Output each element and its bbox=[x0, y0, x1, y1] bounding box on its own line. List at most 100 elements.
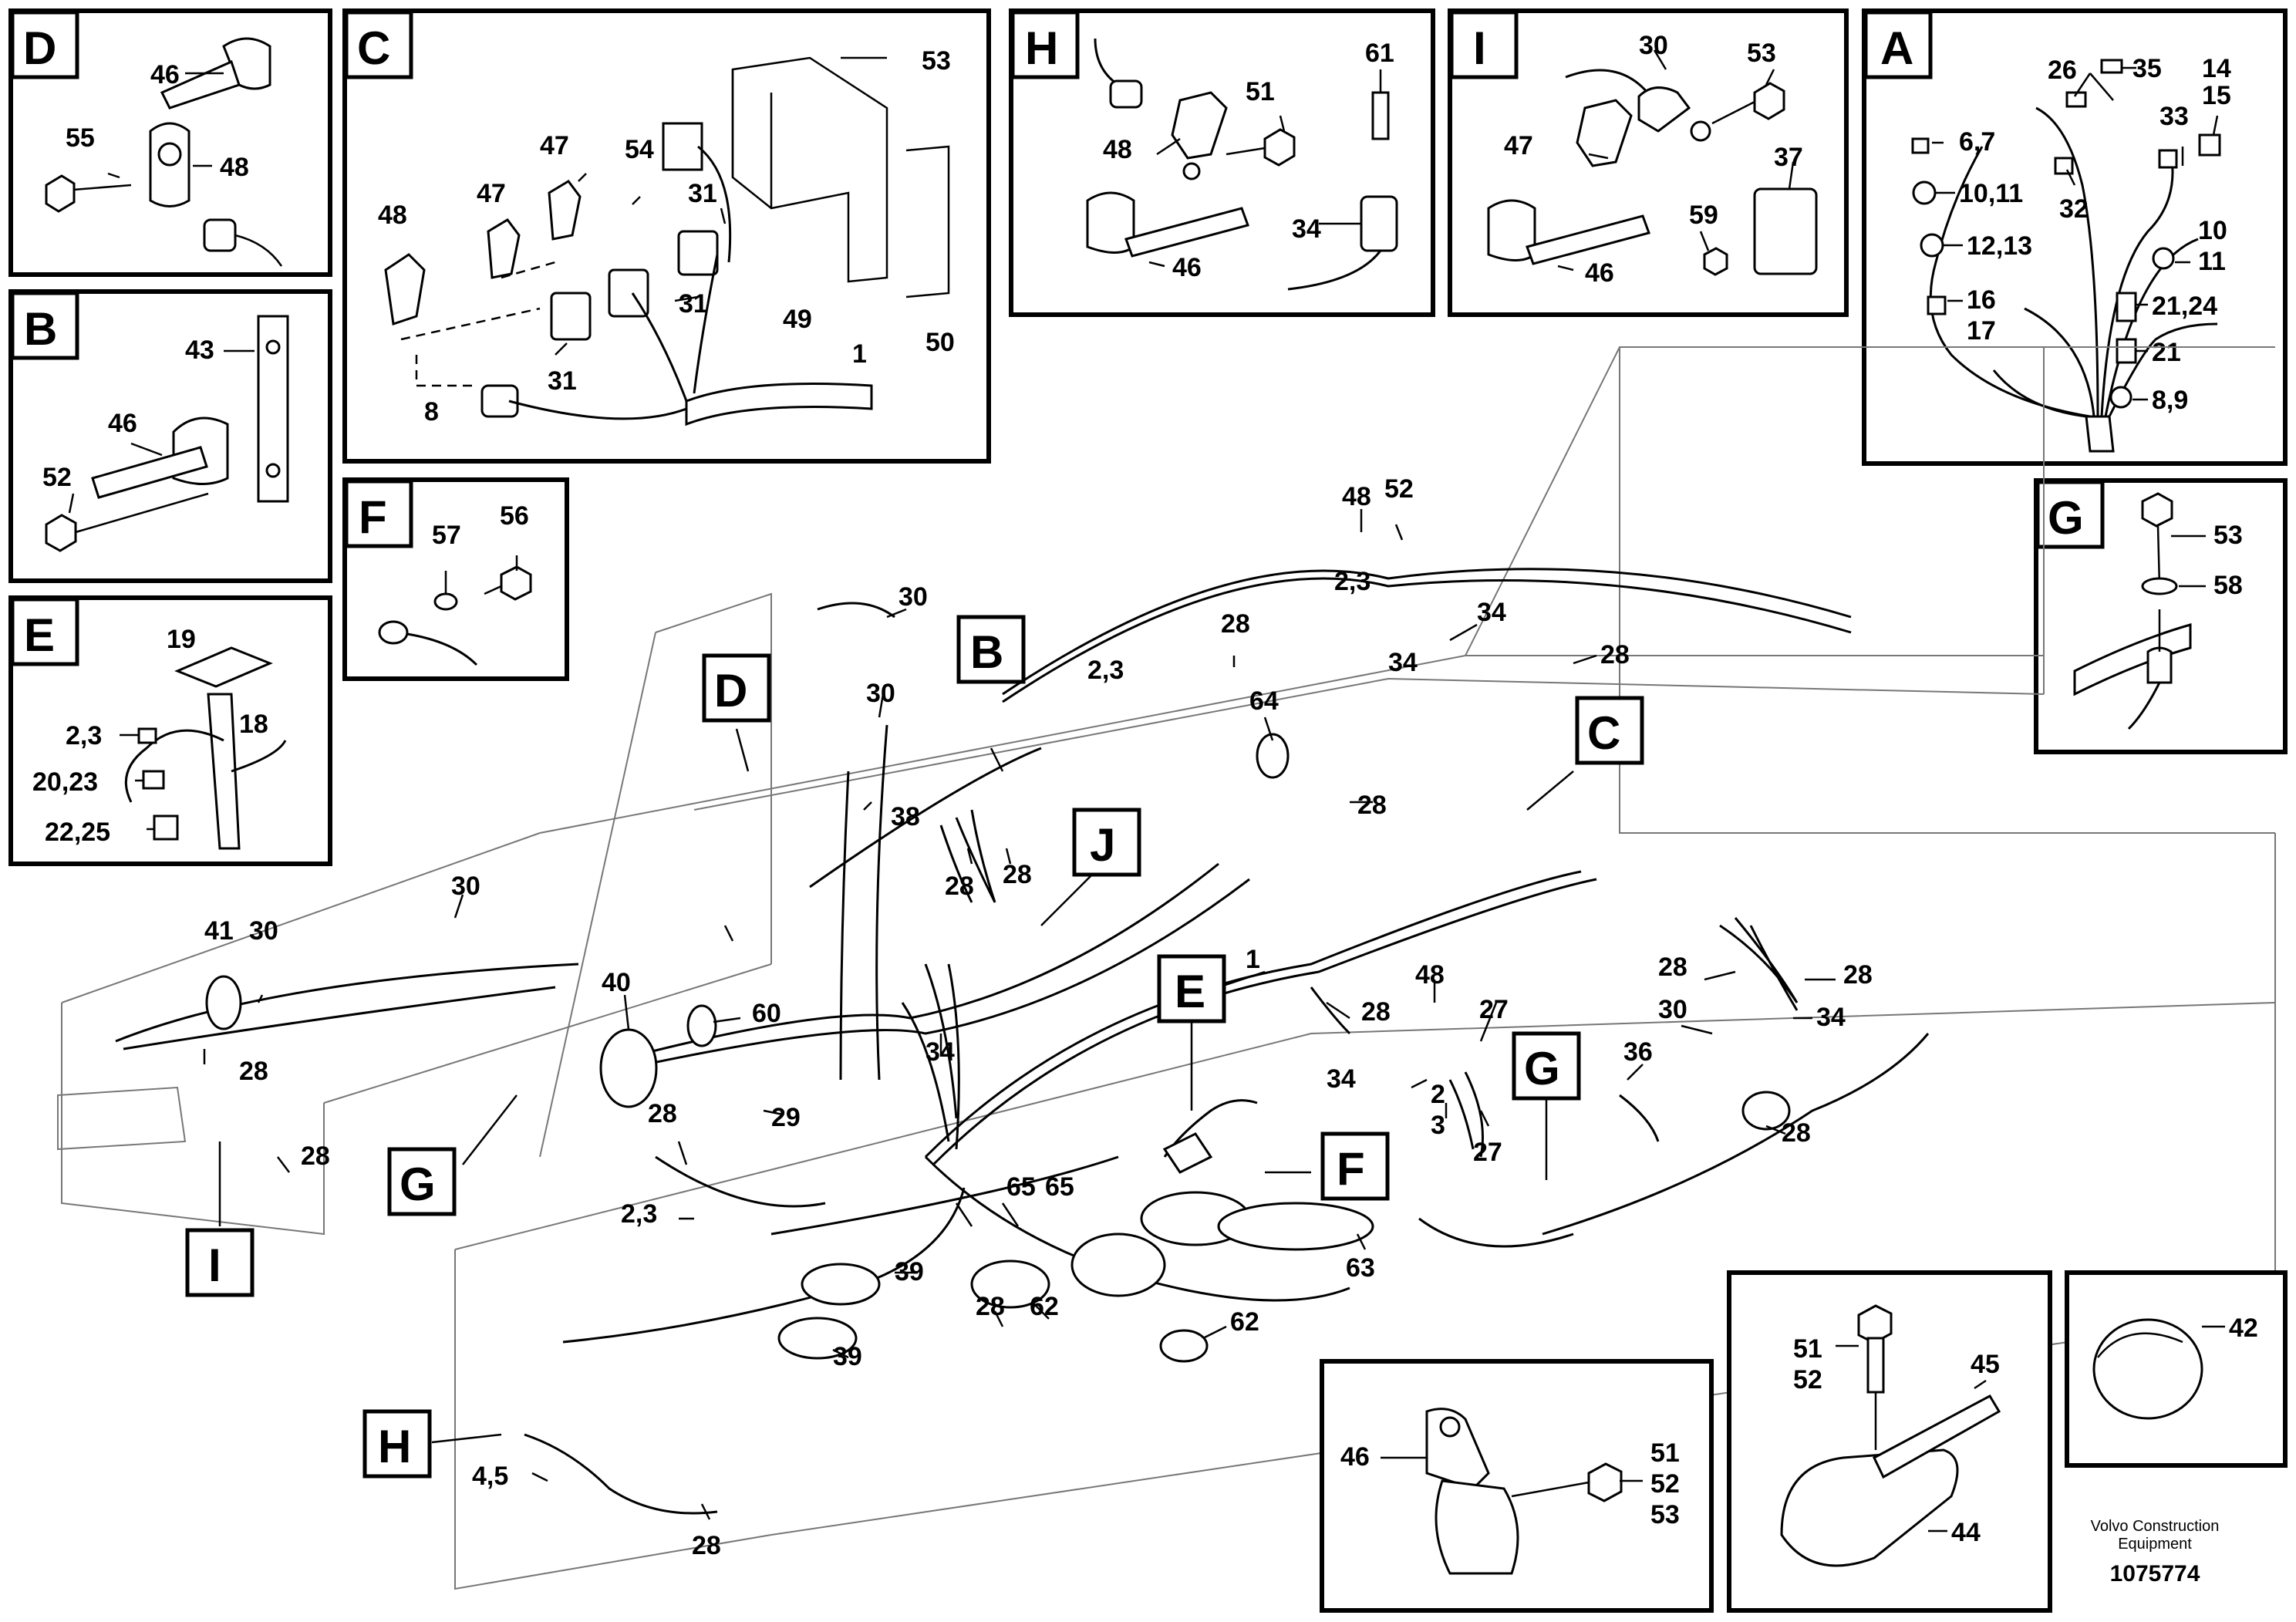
label-main-29: 29 bbox=[771, 1103, 801, 1132]
label-main-30e: 30 bbox=[1658, 995, 1687, 1024]
label-a-17: 17 bbox=[1967, 316, 1996, 346]
label-b-46: 46 bbox=[108, 409, 137, 438]
callout-i: I bbox=[208, 1239, 221, 1291]
label-main-28e: 28 bbox=[1357, 791, 1387, 820]
inset-e-letter: E bbox=[24, 609, 55, 661]
callout-f: F bbox=[1337, 1143, 1365, 1195]
label-a-35: 35 bbox=[2132, 54, 2162, 83]
inset-d: D 46 55 48 bbox=[8, 8, 332, 277]
detail-clamp-46: 46 bbox=[1340, 1442, 1370, 1472]
label-a-26: 26 bbox=[2048, 56, 2077, 85]
label-main-62a: 62 bbox=[1030, 1292, 1059, 1321]
label-main-1: 1 bbox=[1246, 945, 1260, 974]
label-h-46: 46 bbox=[1172, 253, 1202, 282]
label-main-30c: 30 bbox=[451, 872, 480, 901]
label-i-46: 46 bbox=[1585, 258, 1614, 288]
footer: Volvo Construction Equipment 1075774 bbox=[2091, 1518, 2220, 1587]
label-c-53: 53 bbox=[922, 46, 951, 76]
label-c-1: 1 bbox=[852, 339, 867, 369]
label-d-55: 55 bbox=[66, 123, 95, 153]
inset-f: F 57 56 bbox=[342, 477, 569, 681]
label-h-48: 48 bbox=[1103, 135, 1132, 164]
label-c-48: 48 bbox=[378, 201, 407, 230]
label-c-47b: 47 bbox=[477, 179, 506, 208]
main-callouts: B D J C E G F G I H bbox=[185, 615, 1644, 1479]
label-main-28l: 28 bbox=[976, 1292, 1005, 1321]
label-main-2-3c: 2,3 bbox=[621, 1199, 657, 1229]
bracket-part bbox=[149, 122, 190, 207]
label-main-41: 41 bbox=[204, 916, 234, 946]
inset-h: H 61 51 48 34 46 bbox=[1009, 8, 1435, 317]
label-main-28b: 28 bbox=[1600, 640, 1630, 669]
label-main-36: 36 bbox=[1623, 1037, 1653, 1067]
detail-plug: 42 bbox=[2065, 1270, 2288, 1468]
detail-strap: 51 52 45 44 bbox=[1727, 1270, 2052, 1613]
label-e-20-23: 20,23 bbox=[32, 767, 98, 797]
inset-e: E 19 18 2,3 20,23 22,25 bbox=[8, 595, 332, 866]
inset-b: B 43 46 52 bbox=[8, 289, 332, 583]
label-main-28m: 28 bbox=[692, 1531, 721, 1560]
label-a-11: 11 bbox=[2198, 247, 2226, 276]
label-main-39b: 28 bbox=[1782, 1118, 1811, 1148]
label-main-52: 52 bbox=[1384, 474, 1414, 504]
bolt-part bbox=[45, 174, 132, 213]
inset-g-letter: G bbox=[2048, 492, 2084, 544]
label-main-28j: 28 bbox=[1843, 960, 1873, 990]
label-main-39c: 39 bbox=[833, 1342, 862, 1371]
inset-d-letter: D bbox=[23, 22, 56, 74]
label-main-63: 63 bbox=[1346, 1253, 1375, 1283]
label-main-2-3b: 2,3 bbox=[1087, 656, 1124, 685]
inset-c: C 53 47 54 31 48 47 31 49 50 31 1 8 bbox=[342, 8, 991, 464]
label-a-33: 33 bbox=[2159, 102, 2189, 131]
label-h-61: 61 bbox=[1365, 39, 1394, 68]
label-c-47a: 47 bbox=[540, 131, 569, 160]
label-a-10-11: 10,11 bbox=[1959, 179, 2023, 208]
label-c-31c: 31 bbox=[548, 366, 577, 396]
label-e-22-25: 22,25 bbox=[45, 818, 110, 847]
label-d-46: 46 bbox=[150, 60, 180, 89]
detail-strap-52: 52 bbox=[1793, 1365, 1822, 1394]
label-e-19: 19 bbox=[167, 625, 196, 654]
label-e-18: 18 bbox=[239, 710, 268, 739]
label-c-8: 8 bbox=[424, 397, 439, 427]
document-number: 1075774 bbox=[2110, 1561, 2200, 1587]
label-a-21: 21 bbox=[2152, 338, 2181, 367]
label-a-6-7: 6,7 bbox=[1959, 127, 1995, 157]
inset-h-letter: H bbox=[1025, 22, 1058, 74]
label-i-59: 59 bbox=[1689, 201, 1718, 230]
brand-line-2: Equipment bbox=[2118, 1536, 2192, 1553]
label-b-43: 43 bbox=[185, 336, 214, 365]
label-main-4-5: 4,5 bbox=[472, 1462, 508, 1491]
callout-c: C bbox=[1587, 707, 1620, 759]
inset-c-letter: C bbox=[357, 22, 390, 74]
label-f-57: 57 bbox=[432, 521, 461, 550]
detail-strap-45: 45 bbox=[1971, 1350, 2000, 1379]
label-a-21-24: 21,24 bbox=[2152, 292, 2217, 321]
inset-f-letter: F bbox=[359, 491, 387, 543]
label-main-62b: 62 bbox=[1230, 1307, 1259, 1337]
brand-line-1: Volvo Construction bbox=[2091, 1518, 2220, 1535]
label-a-32: 32 bbox=[2059, 194, 2089, 224]
label-a-10: 10 bbox=[2198, 216, 2227, 245]
label-c-49: 49 bbox=[783, 305, 812, 334]
label-main-34e: 34 bbox=[1327, 1064, 1356, 1094]
callout-e: E bbox=[1175, 966, 1205, 1017]
label-main-28i: 28 bbox=[1658, 953, 1687, 982]
callout-g-left: G bbox=[400, 1158, 436, 1210]
label-main-64: 64 bbox=[1249, 686, 1279, 716]
label-main-39a: 39 bbox=[895, 1257, 924, 1286]
label-main-30a: 30 bbox=[899, 582, 928, 612]
detail-strap-51: 51 bbox=[1793, 1334, 1822, 1364]
label-main-28a: 28 bbox=[1221, 609, 1250, 639]
inset-i: I 30 53 47 37 59 46 bbox=[1448, 8, 1849, 317]
label-a-14: 14 bbox=[2202, 54, 2231, 83]
detail-clamp: 46 51 52 53 bbox=[1320, 1359, 1714, 1613]
main-labels: 48 52 30 28 2,3 34 34 28 30 2,3 64 38 28… bbox=[204, 474, 1873, 1560]
inset-i-letter: I bbox=[1473, 22, 1486, 74]
label-a-12-13: 12,13 bbox=[1967, 231, 2032, 261]
label-main-27b: 27 bbox=[1473, 1138, 1502, 1167]
label-main-38: 38 bbox=[891, 802, 920, 831]
inset-a: A 26 35 14 15 6,7 33 10,11 32 12,13 10 1… bbox=[1862, 8, 2288, 466]
detail-clamp-53: 53 bbox=[1650, 1500, 1680, 1529]
